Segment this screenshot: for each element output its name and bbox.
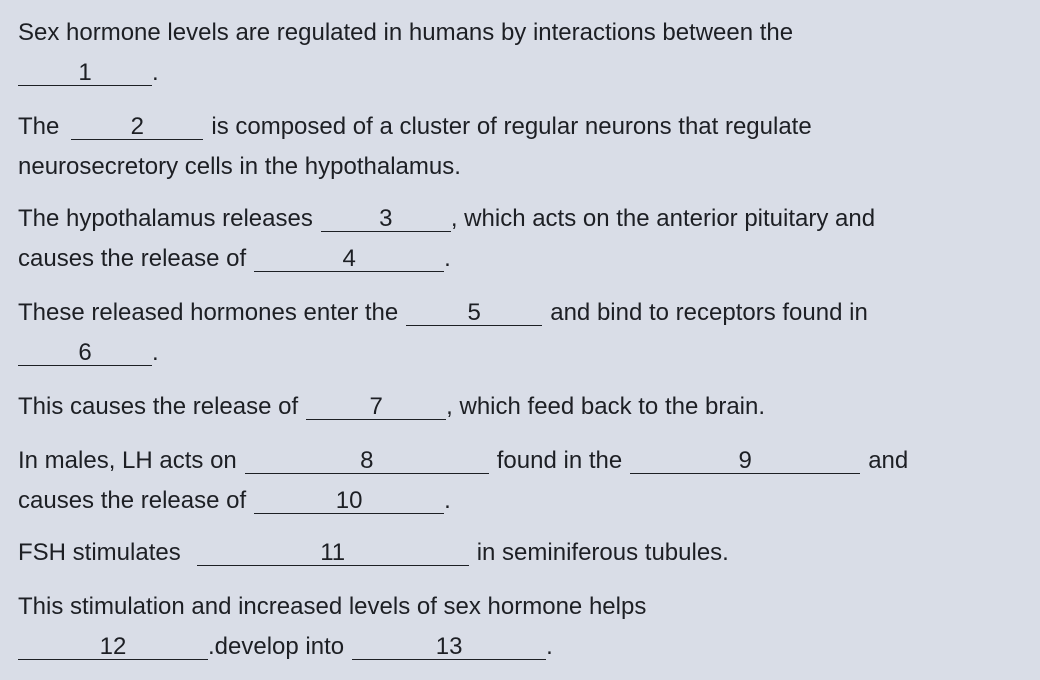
question-5-pre: This causes the release of [18,393,299,420]
blank-4[interactable]: 4 [254,247,445,272]
question-6-end-2: . [444,487,451,514]
question-3-pre: The hypothalamus releases [18,205,313,232]
question-2-mid: is composed of a cluster of regular neur… [211,113,812,140]
blank-6[interactable]: 6 [18,341,152,366]
question-2-line-2-text: neurosecretory cells in the hypothalamus… [18,153,461,180]
blank-8[interactable]: 8 [244,449,489,474]
question-4-mid: and bind to receptors found in [550,299,868,326]
question-7-mid: in seminiferous tubules. [476,539,729,566]
question-1-text: Sex hormone levels are regulated in huma… [18,19,794,46]
question-5-line-1: This causes the release of 7, which feed … [18,392,765,422]
question-3-mid: , which acts on the anterior pituitary a… [450,205,876,232]
question-7-pre: FSH stimulates [18,539,181,566]
question-1-end: . [152,59,159,86]
question-6-line-2: causes the release of 10. [18,486,451,516]
question-8-mid: .develop into [208,633,345,660]
question-8-end: . [546,633,553,660]
question-6-end-1: and [868,447,909,474]
question-3-line-1: The hypothalamus releases 3, which acts o… [18,204,875,234]
question-3-end: . [444,245,451,272]
question-1-line-1: Sex hormone levels are regulated in huma… [18,18,793,48]
question-1-line-2: 1. [18,58,159,88]
question-3-line-2-text: causes the release of [18,245,247,272]
blank-11[interactable]: 11 [196,541,469,566]
blank-7[interactable]: 7 [306,395,447,420]
question-8-text: This stimulation and increased levels of… [18,593,647,620]
blank-13[interactable]: 13 [352,635,547,660]
blank-5[interactable]: 5 [406,301,543,326]
question-4-end: . [152,339,159,366]
blank-1[interactable]: 1 [18,61,152,86]
blank-12[interactable]: 12 [18,635,208,660]
blank-9[interactable]: 9 [630,449,861,474]
question-6-pre: In males, LH acts on [18,447,237,474]
question-4-pre: These released hormones enter the [18,299,399,326]
question-6-mid: found in the [496,447,623,474]
question-2-pre: The [18,113,60,140]
question-6-line-1: In males, LH acts on 8 found in the 9 and [18,446,908,476]
question-4-line-2: 6. [18,338,159,368]
question-8-line-1: This stimulation and increased levels of… [18,592,646,622]
question-7-line-1: FSH stimulates 11 in seminiferous tubules. [18,538,729,568]
blank-10[interactable]: 10 [254,489,445,514]
question-3-line-2: causes the release of 4. [18,244,451,274]
question-2-line-2: neurosecretory cells in the hypothalamus… [18,152,461,182]
question-2-line-1: The 2 is composed of a cluster of regular … [18,112,812,142]
question-5-mid: , which feed back to the brain. [446,393,766,420]
blank-2[interactable]: 2 [71,115,204,140]
question-6-line-2-text: causes the release of [18,487,247,514]
question-8-line-2: 12.develop into 13. [18,632,553,662]
blank-3[interactable]: 3 [320,207,451,232]
question-4-line-1: These released hormones enter the 5 and bi… [18,298,868,328]
